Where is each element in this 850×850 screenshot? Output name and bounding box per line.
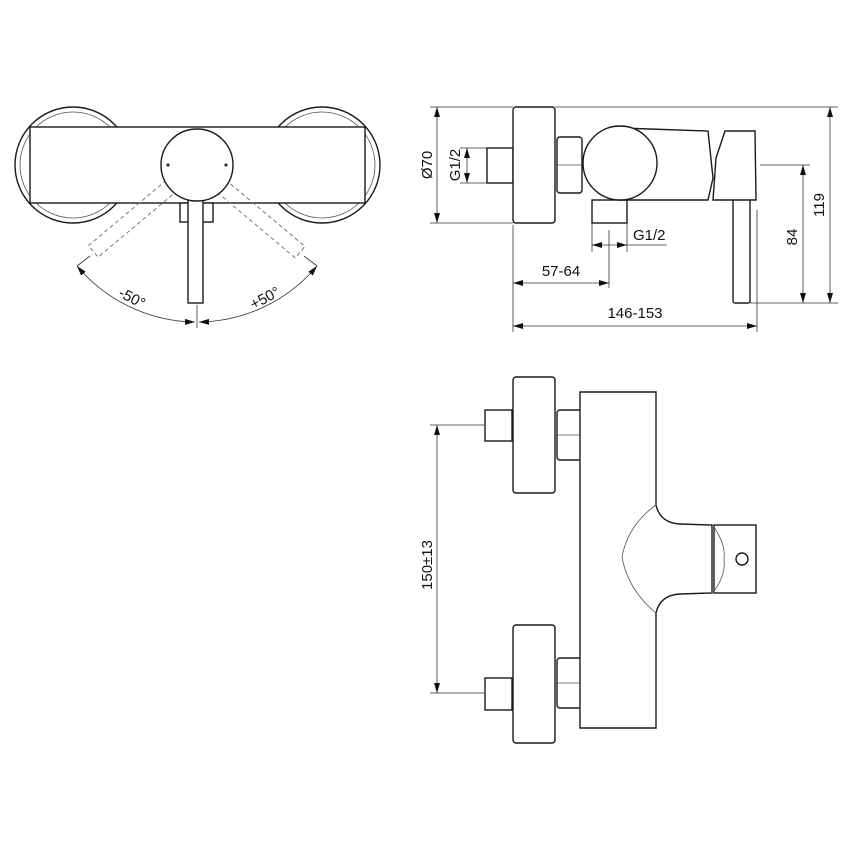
lever <box>732 194 751 304</box>
outlet-thread-label: G1/2 <box>633 227 666 244</box>
inlet-nipple <box>486 147 514 184</box>
top-rosette <box>512 376 556 494</box>
lever <box>187 197 204 304</box>
bottom-inlet-nipple <box>484 677 513 711</box>
rosette <box>512 106 556 224</box>
angle-left-label: -50° <box>116 284 148 312</box>
side-view: Ø70 G1/2 G1/2 57-64 146-153 84 119 <box>419 106 838 332</box>
cartridge <box>582 125 658 201</box>
handle <box>713 524 757 594</box>
outlet <box>591 199 628 224</box>
handle-screw <box>735 552 749 566</box>
rosette-diameter-label: Ø70 <box>419 151 436 179</box>
handle-cap <box>160 128 234 202</box>
bottom-rosette <box>512 624 556 744</box>
inlet-thread-label: G1/2 <box>447 149 464 182</box>
angle-right-label: +50° <box>247 284 283 314</box>
lever-height-label: 84 <box>784 229 801 246</box>
top-inlet-nipple <box>484 409 513 442</box>
inlet-spacing-label: 150±13 <box>419 540 436 590</box>
overall-depth-label: 146-153 <box>607 305 662 322</box>
front-view: 150±13 <box>419 376 757 744</box>
top-view: -50° +50° <box>14 106 381 328</box>
overall-height-label: 119 <box>811 193 828 217</box>
lever-head <box>712 130 757 201</box>
mixer-body <box>579 391 713 729</box>
outlet-offset-label: 57-64 <box>542 263 580 280</box>
